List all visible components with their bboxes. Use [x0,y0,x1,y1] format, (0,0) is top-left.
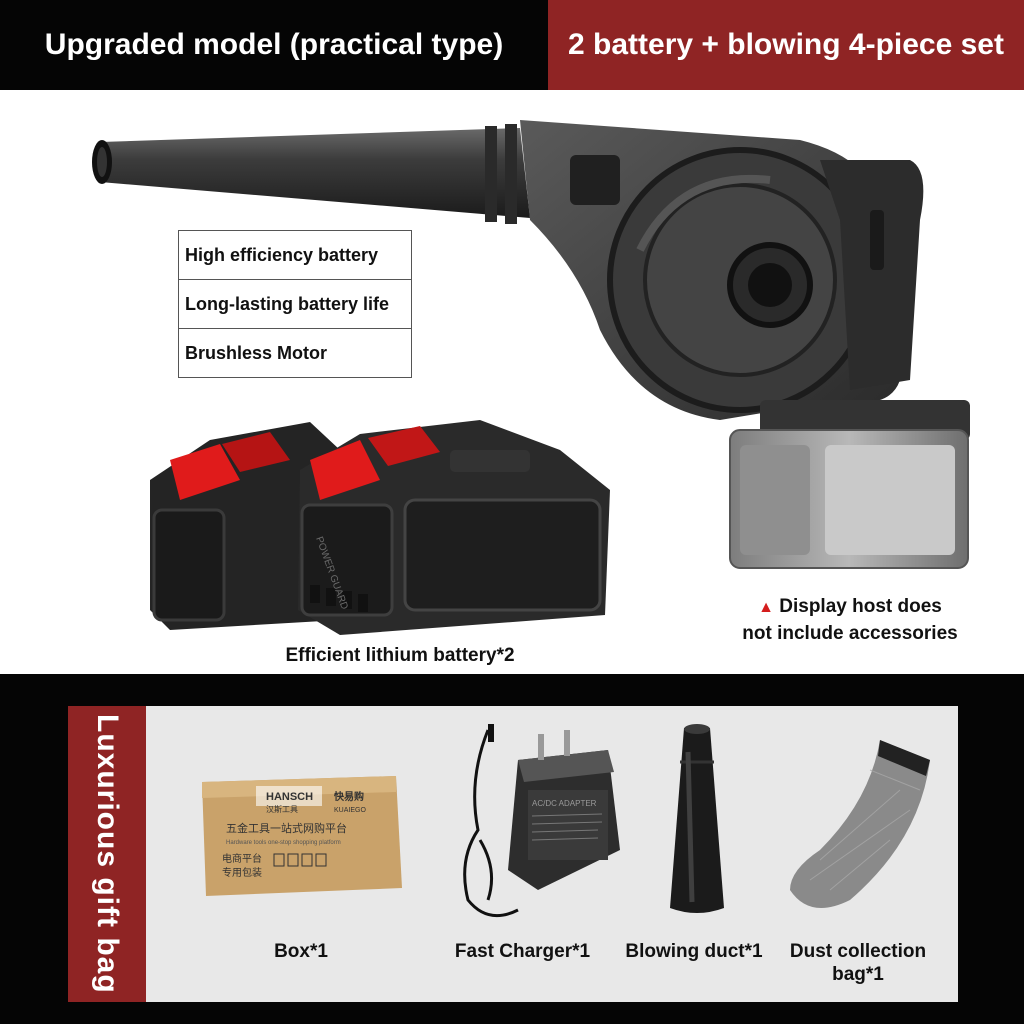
gift-item-label-box: Box*1 [274,941,328,962]
feature-item: High efficiency battery [179,231,411,280]
disclaimer-line2: not include accessories [742,623,958,644]
gift-item-label-dust-bag: Dust collection bag*1 [778,940,938,986]
header-title-right: 2 battery + blowing 4-piece set [548,0,1024,90]
charger-image: AC/DC ADAPTER [463,724,620,918]
spare-batteries-image: POWER GUARD [150,420,610,635]
battery-caption: Efficient lithium battery*2 [285,645,515,666]
dust-bag-label-line1: Dust collection [789,941,927,962]
dust-bag-image [790,740,930,908]
disclaimer-note: ▲ Display host does not include accessor… [700,594,1000,647]
svg-text:五金工具一站式网购平台: 五金工具一站式网购平台 [226,821,347,835]
feature-item: Long-lasting battery life [179,280,411,329]
warning-triangle-icon: ▲ [758,599,774,616]
svg-text:AC/DC ADAPTER: AC/DC ADAPTER [532,799,597,808]
gift-title: Luxurious gift bag [68,706,146,1002]
gift-item-label-duct: Blowing duct*1 [625,941,763,962]
disclaimer-line1: Display host does [779,596,942,617]
svg-text:汉斯工具: 汉斯工具 [266,804,298,814]
blowing-duct-image [670,724,724,913]
svg-text:Hardware tools one-stop shoppi: Hardware tools one-stop shopping platfor… [226,840,341,846]
svg-text:HANSCH: HANSCH [266,791,313,803]
gift-side-banner [68,706,146,1002]
gift-title-text: Luxurious gift bag [91,714,124,994]
gift-item-label-charger: Fast Charger*1 [454,941,591,962]
blower-product-image [92,120,970,569]
svg-text:快易购: 快易购 [333,790,364,803]
feature-list: High efficiency battery Long-lasting bat… [178,230,412,378]
dust-bag-label-line2: bag*1 [832,964,884,985]
feature-item: Brushless Motor [185,343,328,363]
svg-text:专用包装: 专用包装 [222,866,262,879]
box-image: HANSCH 汉斯工具 快易购 KUAIEGO 五金工具一站式网购平台 Hard… [202,776,402,896]
svg-text:电商平台: 电商平台 [222,852,262,865]
battery-image [150,422,340,630]
svg-text:KUAIEGO: KUAIEGO [334,807,366,814]
battery-image [298,420,610,635]
header-title-left: Upgraded model (practical type) [0,0,548,90]
